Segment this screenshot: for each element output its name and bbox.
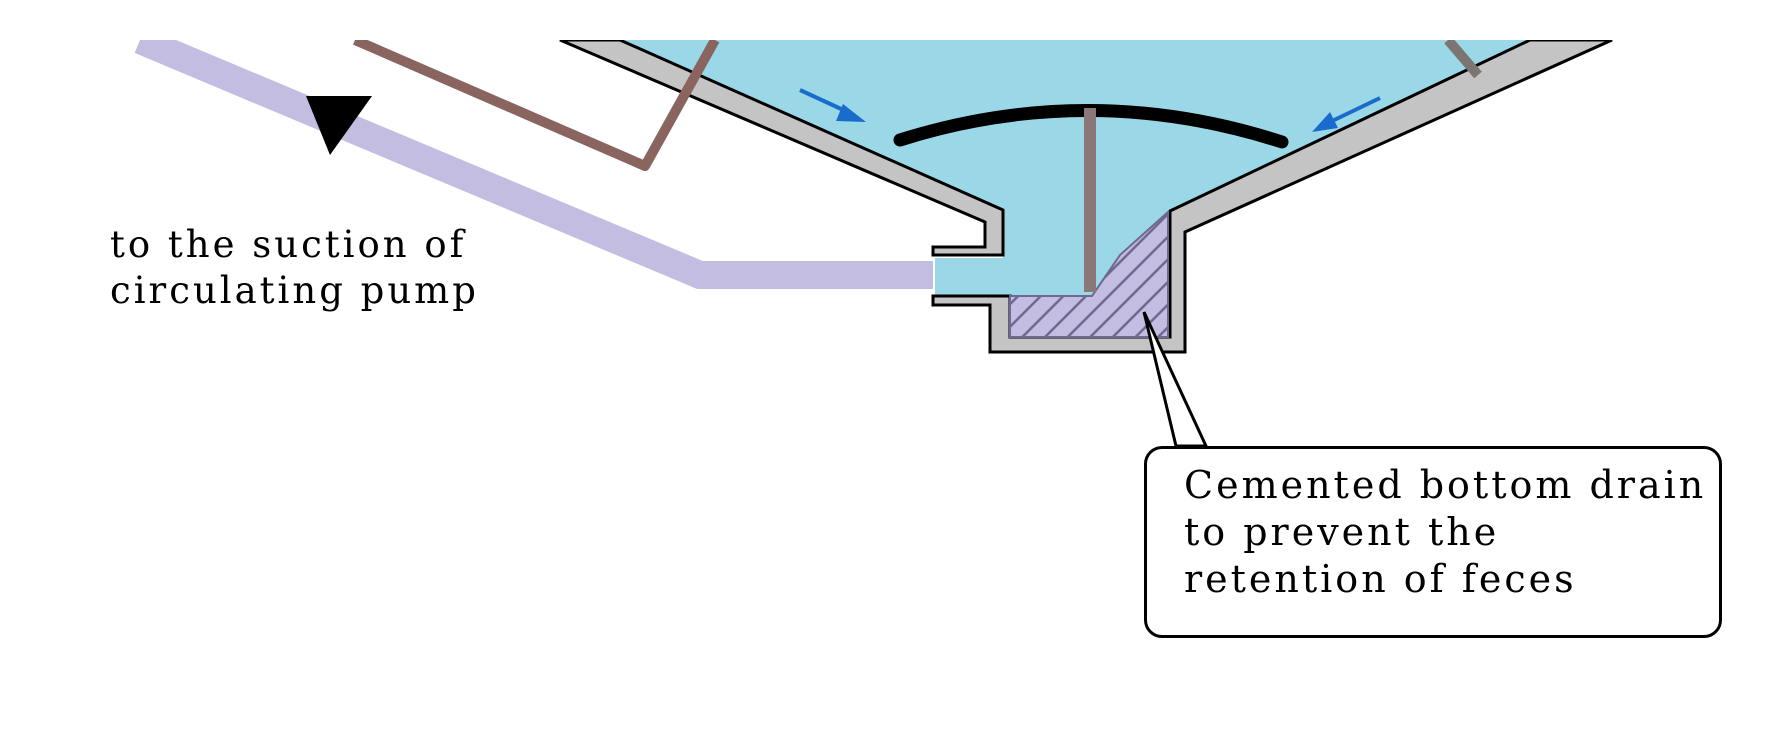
tank-wall-left bbox=[559, 38, 1005, 257]
tank-wall-right bbox=[931, 38, 1613, 354]
callout-line-2: to prevent the bbox=[1184, 510, 1500, 554]
callout-box bbox=[1144, 446, 1722, 638]
suction-label-line-2: circulating pump bbox=[110, 269, 479, 312]
cement-fill bbox=[1009, 209, 1169, 338]
right-strut bbox=[1444, 36, 1482, 79]
callout-line-3: retention of feces bbox=[1184, 557, 1577, 601]
top-margin bbox=[0, 0, 1772, 40]
flow-direction-triangle-icon bbox=[306, 96, 372, 155]
flow-arrow-right-icon bbox=[1312, 96, 1381, 132]
flow-arrow-left-icon bbox=[799, 88, 866, 122]
callout-line-1: Cemented bottom drain bbox=[1184, 463, 1707, 507]
air-line bbox=[353, 35, 720, 171]
suction-label-line-1: to the suction of bbox=[110, 223, 467, 266]
tank-water bbox=[620, 40, 1530, 338]
